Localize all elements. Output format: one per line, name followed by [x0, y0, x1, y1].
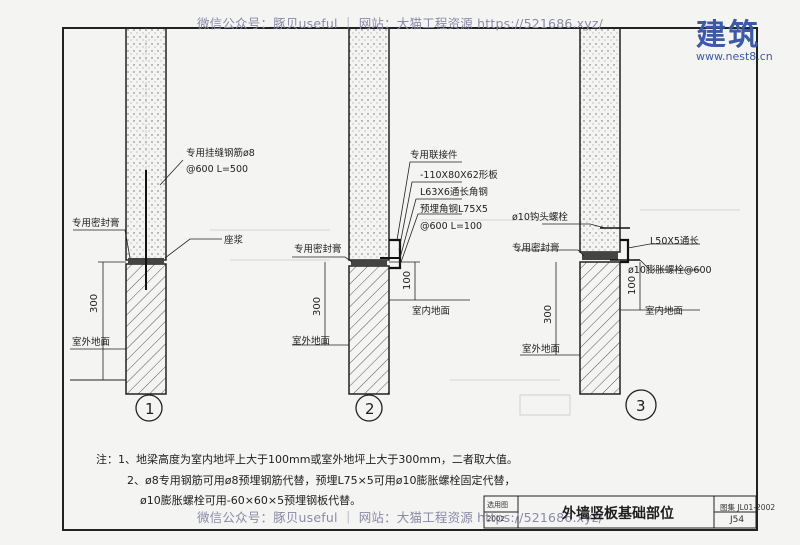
background-trace: [210, 209, 740, 416]
detail-2: [292, 27, 470, 422]
dim-300-1: 300: [89, 294, 100, 313]
beam-1: [125, 263, 167, 395]
detail-3: [518, 27, 700, 421]
label-expansion-bolt: ø10膨胀螺栓@600: [628, 264, 712, 276]
detail-number-2: 2: [365, 400, 375, 418]
dim-300-3: 300: [543, 305, 554, 324]
label-sealant-2: 专用密封膏: [294, 243, 342, 255]
drawing-title: 外墙竖板基础部位: [562, 506, 674, 522]
label-rebar-spacing: @600 L=500: [186, 164, 248, 175]
label-rebar: 专用挂缝钢筋ø8: [186, 147, 255, 159]
label-indoor-ground-2: 室内地面: [412, 305, 450, 317]
detail-1: [70, 27, 222, 422]
dim-100-2: 100: [402, 271, 413, 290]
watermark-top: 微信公众号：豚贝useful ｜ 网站：大猫工程资源 https://52168…: [196, 16, 604, 31]
drawing-frame: [62, 27, 758, 531]
note-3: ø10膨胀螺栓可用-60×60×5预埋钢板代替。: [140, 494, 362, 507]
logo-glyphs: 建筑: [696, 18, 760, 53]
label-angle-spacing: @600 L=100: [420, 221, 482, 232]
label-mortar: 座浆: [224, 234, 244, 246]
watermark-bottom: 微信公众号：豚贝useful ｜ 网站：大猫工程资源 https://52168…: [196, 510, 604, 525]
label-outdoor-ground-2: 室外地面: [292, 335, 330, 347]
atlas-code: 图集 JL01-2002: [720, 503, 776, 512]
site-logo: 建筑 www.nest8.cn: [690, 10, 790, 66]
label-sealant-1: 专用密封膏: [72, 217, 120, 229]
note-1: 注：1、地梁高度为室内地坪上大于100mm或室外地坪上大于300mm，二者取大值…: [96, 453, 518, 466]
beam-3: [579, 261, 621, 395]
detail-number-circle-2: [355, 394, 383, 422]
label-sealant-3: 专用密封膏: [512, 242, 560, 254]
wall-panel-2: [348, 27, 390, 261]
wall-panel-3: [579, 27, 621, 253]
beam-2: [348, 265, 390, 395]
detail-number-circle-3: [625, 389, 657, 421]
sealant-2: [351, 260, 387, 266]
detail-labels: 专用挂缝钢筋ø8 @600 L=500 专用密封膏 座浆 300 室外地面 1 …: [72, 147, 712, 418]
sealant-3: [582, 252, 618, 260]
label-embedded-angle: 预埋角钢L75X5: [420, 203, 488, 215]
note-2: 2、ø8专用钢筋可用ø8预埋钢筋代替，预埋L75×5可用ø10膨胀螺栓固定代替，: [127, 474, 516, 487]
dim-300-2: 300: [312, 297, 323, 316]
detail-number-1: 1: [145, 400, 155, 418]
label-connector: 专用联接件: [410, 149, 458, 161]
label-hook-bolt: ø10钩头螺栓: [512, 211, 568, 223]
label-plate: -110X80X62形板: [420, 169, 498, 181]
title-block-label-b: 2002: [487, 515, 505, 523]
title-block-label-a: 选用图: [487, 501, 508, 509]
label-angle-L63: L63X6通长角钢: [420, 186, 488, 198]
page-number: J54: [730, 515, 745, 525]
label-outdoor-ground-3: 室外地面: [522, 343, 560, 355]
logo-url: www.nest8.cn: [696, 50, 773, 63]
label-indoor-ground-3: 室内地面: [645, 305, 683, 317]
title-block: [483, 495, 757, 529]
detail-number-circle-1: [135, 394, 163, 422]
label-outdoor-ground-1: 室外地面: [72, 336, 110, 348]
label-angle-L50: L50X5通长: [650, 235, 699, 247]
detail-number-3: 3: [636, 397, 646, 415]
dim-100-3: 100: [627, 276, 638, 295]
